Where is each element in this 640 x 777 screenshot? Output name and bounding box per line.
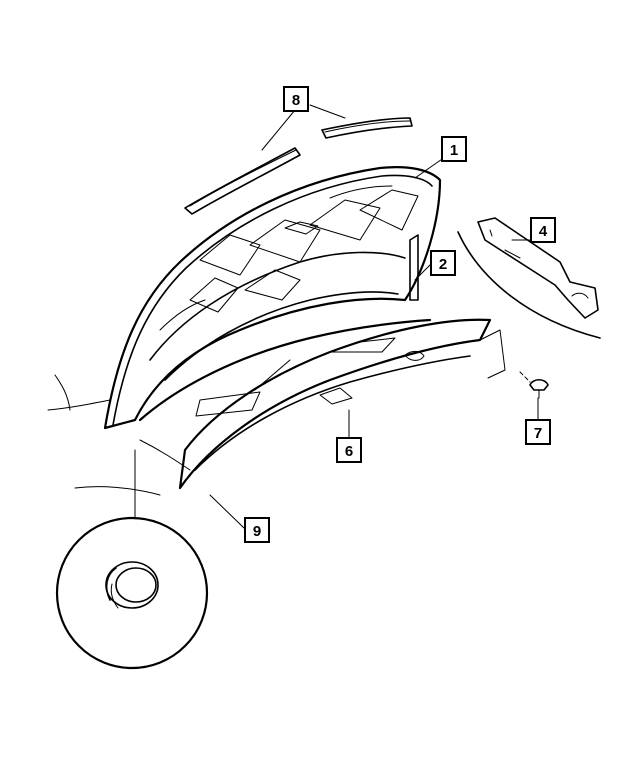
callout-4: 4	[530, 217, 556, 243]
bumper-pad-drawing	[519, 371, 549, 399]
callout-8: 8	[283, 86, 309, 112]
svg-text:9: 9	[253, 523, 261, 540]
cowl-and-rod-drawing	[47, 234, 506, 496]
callout-7: 7	[525, 419, 551, 445]
hood-panel-drawing	[103, 166, 442, 430]
svg-text:4: 4	[539, 223, 548, 240]
svg-text:8: 8	[292, 92, 300, 109]
hood-hinge-drawing	[457, 217, 601, 339]
weatherstrip-drawing	[184, 117, 413, 215]
callout-2: 2	[430, 250, 456, 276]
callout-9: 9	[244, 517, 270, 543]
svg-text:1: 1	[450, 142, 458, 159]
grommet-detail-drawing	[55, 516, 209, 670]
callout-1: 1	[441, 136, 467, 162]
svg-text:7: 7	[534, 425, 542, 442]
svg-text:2: 2	[439, 256, 447, 273]
callout-6: 6	[336, 437, 362, 463]
svg-text:6: 6	[345, 443, 353, 460]
leader-lines	[134, 104, 539, 529]
